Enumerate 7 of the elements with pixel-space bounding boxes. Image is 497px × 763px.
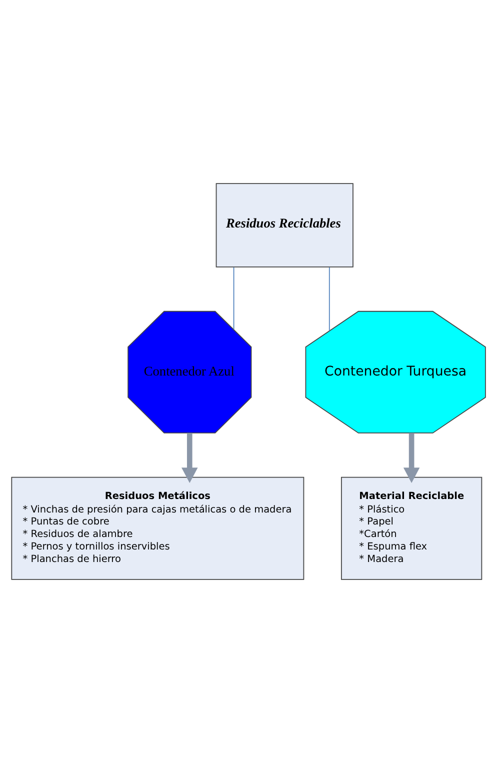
- node-box: Material Reciclable * Plástico * Papel *Cartón * Espuma flex * Madera: [340, 476, 482, 580]
- connector: [233, 266, 234, 330]
- connector: [328, 266, 330, 332]
- arrow: [182, 433, 198, 484]
- node-box: Residuos Metálicos * Vinchas de presión para cajas metálicas o de madera * Puntas de cobre * Residuos de alambre * Pernos y tornillos inservibles * Planchas de hierro: [11, 476, 304, 580]
- node-box: Residuos Reciclables: [216, 183, 354, 268]
- arrow: [403, 433, 420, 484]
